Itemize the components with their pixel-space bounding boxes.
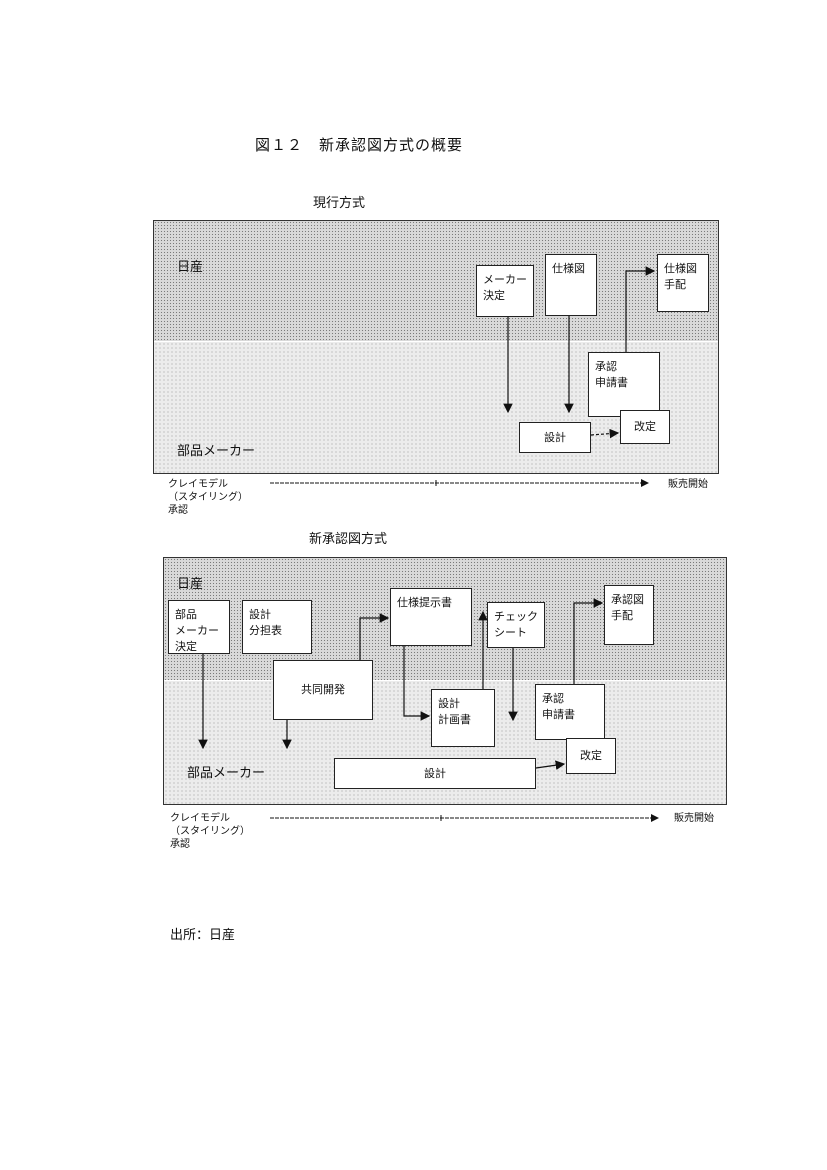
figure-title: 図１２ 新承認図方式の概要: [255, 136, 464, 154]
current-timeline-start: クレイモデル （スタイリング） 承認: [168, 479, 248, 516]
new-timeline-start: クレイモデル （スタイリング） 承認: [170, 813, 250, 850]
zone-label-nissan: 日産: [177, 577, 204, 592]
new-timeline-end: 販売開始: [674, 813, 714, 824]
approval-request-box: 承認 申請書: [588, 352, 660, 417]
design-plan-box: 設計 計画書: [431, 689, 495, 747]
check-sheet-box: チェック シート: [487, 602, 545, 648]
approval-arrange-box: 承認図 手配: [604, 585, 654, 645]
maker-decision-box: メーカー 決定: [476, 265, 534, 317]
spec-proposal-box: 仕様提示書: [390, 588, 472, 646]
current-system-title: 現行方式: [313, 196, 366, 211]
source-note: 出所：日産: [170, 928, 236, 943]
approval-request-box: 承認 申請書: [535, 684, 605, 740]
revision-box: 改定: [620, 410, 670, 444]
revision-box: 改定: [566, 738, 616, 774]
zone-label-parts-maker: 部品メーカー: [177, 444, 256, 459]
spec-arrange-box: 仕様図 手配: [657, 254, 709, 312]
nissan-zone: [154, 221, 718, 341]
design-box: 設計: [334, 758, 536, 789]
parts-maker-decision-box: 部品 メーカー 決定: [168, 600, 230, 654]
new-system-title: 新承認図方式: [309, 532, 388, 547]
joint-development-box: 共同開発: [273, 660, 373, 720]
zone-label-nissan: 日産: [177, 260, 204, 275]
current-timeline-end: 販売開始: [668, 479, 708, 490]
design-box: 設計: [519, 422, 591, 453]
design-division-box: 設計 分担表: [242, 600, 312, 654]
spec-drawing-box: 仕様図: [545, 254, 597, 316]
zone-label-parts-maker: 部品メーカー: [187, 766, 266, 781]
